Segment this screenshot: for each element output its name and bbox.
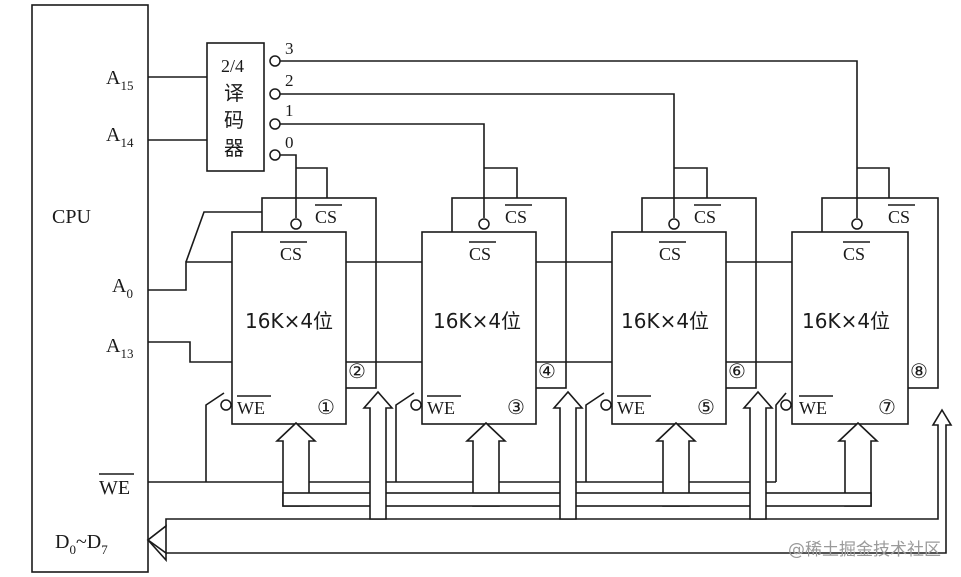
chip-3-we-label: WE <box>427 398 455 418</box>
chip-5-cs-bubble <box>668 218 680 230</box>
wire-cs-2-branch <box>674 167 708 198</box>
decoder-address-wires <box>148 76 207 141</box>
chip-7-cs-label: CS <box>843 244 865 264</box>
chip-4-number: ④ <box>538 359 556 383</box>
decoder-output-bubble-2 <box>269 88 281 100</box>
decoder-output-label-3: 3 <box>285 39 294 58</box>
chip-5-number: ⑤ <box>697 395 715 419</box>
wire-a0 <box>148 261 232 291</box>
chip-7-capacity-label: 16K×4位 <box>802 309 890 333</box>
cpu-pin-a15: A15 <box>106 67 133 93</box>
decoder-label-line4: 器 <box>224 136 244 160</box>
decoder-label-line3: 码 <box>224 108 244 132</box>
chip-5-capacity-label: 16K×4位 <box>621 309 709 333</box>
cpu-pin-we: WE <box>99 477 130 499</box>
cpu-label: CPU <box>52 206 91 228</box>
decoder-label-line2: 译 <box>224 81 244 105</box>
wire-cs-1 <box>280 123 485 218</box>
chip-7-number: ⑦ <box>878 395 896 419</box>
decoder-output-label-1: 1 <box>285 101 294 120</box>
data-bus-stub-4 <box>552 390 584 520</box>
chip-8-number: ⑧ <box>910 359 928 383</box>
data-bus-stub-2 <box>362 390 394 520</box>
data-bus-upper-rail <box>282 492 872 507</box>
chip-3-cs-bubble <box>478 218 490 230</box>
chip-1-number: ① <box>317 395 335 419</box>
chip-5-cs-label: CS <box>659 244 681 264</box>
chip-3-capacity-label: 16K×4位 <box>433 309 521 333</box>
wire-cs-0 <box>280 154 297 218</box>
chip-5-we-bubble <box>600 399 612 411</box>
decoder-output-bubble-0 <box>269 149 281 161</box>
wire-cs-3-branch <box>857 167 890 198</box>
memory-chip-pair-2: CS CS 16K×4位 WE ③ ④ <box>410 197 567 425</box>
decoder-output-label-2: 2 <box>285 71 294 90</box>
data-bus-lower <box>146 408 953 563</box>
wire-a13 <box>148 341 232 363</box>
data-bus-cpu-arrow <box>146 524 167 555</box>
memory-chip-pair-3: CS CS 16K×4位 WE ⑤ ⑥ <box>600 197 757 425</box>
chip-7-we-label: WE <box>799 398 827 418</box>
chip-7-we-bubble <box>780 399 792 411</box>
decoder-output-bubble-3 <box>269 55 281 67</box>
chip-6-number: ⑥ <box>728 359 746 383</box>
memory-chip-7 <box>791 231 909 425</box>
memory-chip-pair-1: CS CS 16K×4位 WE ① ② <box>220 197 377 425</box>
cpu-pin-a14: A14 <box>106 124 134 150</box>
chip-8-cs-label: CS <box>888 207 910 227</box>
decoder-output-label-0: 0 <box>285 133 294 152</box>
wire-a0-back <box>185 211 262 263</box>
memory-chip-5 <box>611 231 727 425</box>
wire-cs-3 <box>280 60 858 218</box>
chip-5-we-label: WE <box>617 398 645 418</box>
decoder-label-line1: 2/4 <box>221 56 244 76</box>
memory-chip-3 <box>421 231 537 425</box>
wire-we-chip1 <box>205 392 225 482</box>
cpu-block: CPU A15 A14 A0 A13 WE D0~D7 <box>31 4 149 573</box>
wire-we-chip4 <box>775 392 787 482</box>
chip-1-capacity-label: 16K×4位 <box>245 309 333 333</box>
chip-6-cs-label: CS <box>694 207 716 227</box>
address-bus-wires <box>148 211 792 363</box>
chip-3-cs-label: CS <box>469 244 491 264</box>
cpu-pin-a13: A13 <box>106 335 133 361</box>
chip-select-wires <box>280 60 890 218</box>
decoder-block: 2/4 译 码 器 3 2 1 0 <box>206 39 294 172</box>
memory-chip-pair-4: CS CS 16K×4位 WE ⑦ ⑧ <box>780 197 939 425</box>
chip-1-cs-label: CS <box>280 244 302 264</box>
chip-1-we-label: WE <box>237 398 265 418</box>
chip-1-we-bubble <box>220 399 232 411</box>
chip-2-cs-label: CS <box>315 207 337 227</box>
decoder-box <box>206 42 265 172</box>
wire-cs-1-branch <box>484 167 518 198</box>
chip-3-we-bubble <box>410 399 422 411</box>
cpu-box <box>31 4 149 573</box>
wire-we-chip3 <box>585 392 605 482</box>
chip-3-number: ③ <box>507 395 525 419</box>
wire-we-chip2 <box>395 392 415 482</box>
memory-chip-1 <box>231 231 347 425</box>
chip-7-cs-bubble <box>851 218 863 230</box>
data-buses <box>146 390 953 563</box>
wire-cs-2 <box>280 93 675 218</box>
data-bus-stub-6 <box>742 390 774 520</box>
chip-1-cs-bubble <box>290 218 302 230</box>
watermark: @稀土掘金技术社区 <box>788 540 941 560</box>
cpu-data-bus-label: D0~D7 <box>55 531 108 557</box>
decoder-output-bubble-1 <box>269 118 281 130</box>
wire-cs-0-branch <box>296 167 328 198</box>
chip-4-cs-label: CS <box>505 207 527 227</box>
cpu-pin-a0: A0 <box>112 275 133 301</box>
chip-2-number: ② <box>348 359 366 383</box>
